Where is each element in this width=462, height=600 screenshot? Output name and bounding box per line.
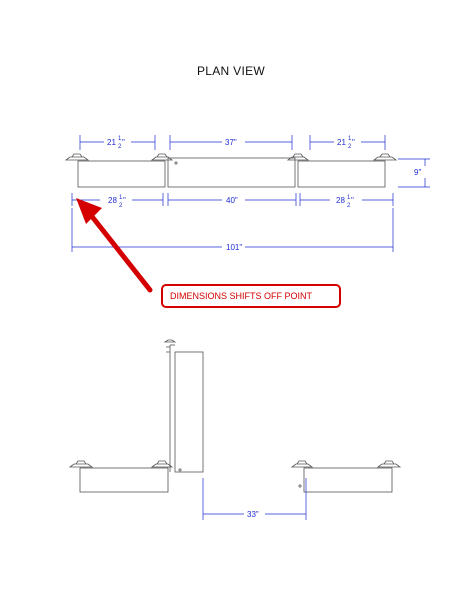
fixture-left-2 (150, 153, 174, 161)
dim-den: 2 (118, 144, 122, 150)
dim-whole: 28 (336, 196, 345, 205)
dim-whole: 21 (337, 138, 346, 147)
dim-unit: " (351, 196, 354, 205)
callout-arrow (76, 198, 153, 293)
plus-marker-bottom (178, 468, 182, 472)
dim-num: 1 (348, 136, 352, 142)
fixture-left-1 (64, 153, 90, 161)
dim-whole: 28 (108, 196, 117, 205)
dim-unit: " (123, 196, 126, 205)
height-dimension (398, 158, 430, 188)
gap-dim-label: 33" (247, 510, 259, 519)
vertical-cabinet (174, 351, 204, 473)
upper-dim-label-center: 37" (225, 138, 237, 147)
bottom-view (68, 339, 402, 493)
callout-box (161, 284, 341, 308)
upper-dim-label-right: 21 1 2 " (337, 136, 355, 150)
fixture-right-2 (372, 153, 398, 161)
right-cabinet-bottom (303, 467, 393, 493)
upper-dim-label-left: 21 1 2 " (107, 136, 125, 150)
overall-dim-label: 101" (226, 243, 242, 252)
fixture-right-1 (286, 153, 310, 161)
left-cabinet (77, 160, 166, 188)
gap-dimension (202, 478, 307, 520)
top-plan-view (64, 153, 398, 188)
dim-num: 1 (119, 195, 123, 201)
center-cabinet (167, 157, 296, 188)
overall-dimension (71, 208, 394, 252)
dim-den: 2 (119, 203, 123, 209)
dim-whole: 21 (107, 138, 116, 147)
height-dim-label: 9" (414, 168, 421, 177)
page-title: PLAN VIEW (196, 64, 266, 78)
dim-den: 2 (348, 144, 352, 150)
dim-unit: " (122, 138, 125, 147)
lower-dim-label-left: 28 1 2 " (108, 195, 126, 209)
lower-dimensions (71, 193, 394, 206)
dim-num: 1 (347, 195, 351, 201)
lower-dim-label-right: 28 1 2 " (336, 195, 354, 209)
dim-den: 2 (347, 203, 351, 209)
left-cabinet-bottom (79, 467, 169, 493)
plus-marker (174, 161, 178, 165)
callout-label: DIMENSIONS SHIFTS OFF POINT (170, 291, 313, 301)
dim-num: 1 (118, 136, 122, 142)
dim-unit: " (352, 138, 355, 147)
lower-dim-label-center: 40" (226, 196, 238, 205)
upper-dimensions (79, 135, 386, 150)
right-cabinet (297, 160, 386, 188)
